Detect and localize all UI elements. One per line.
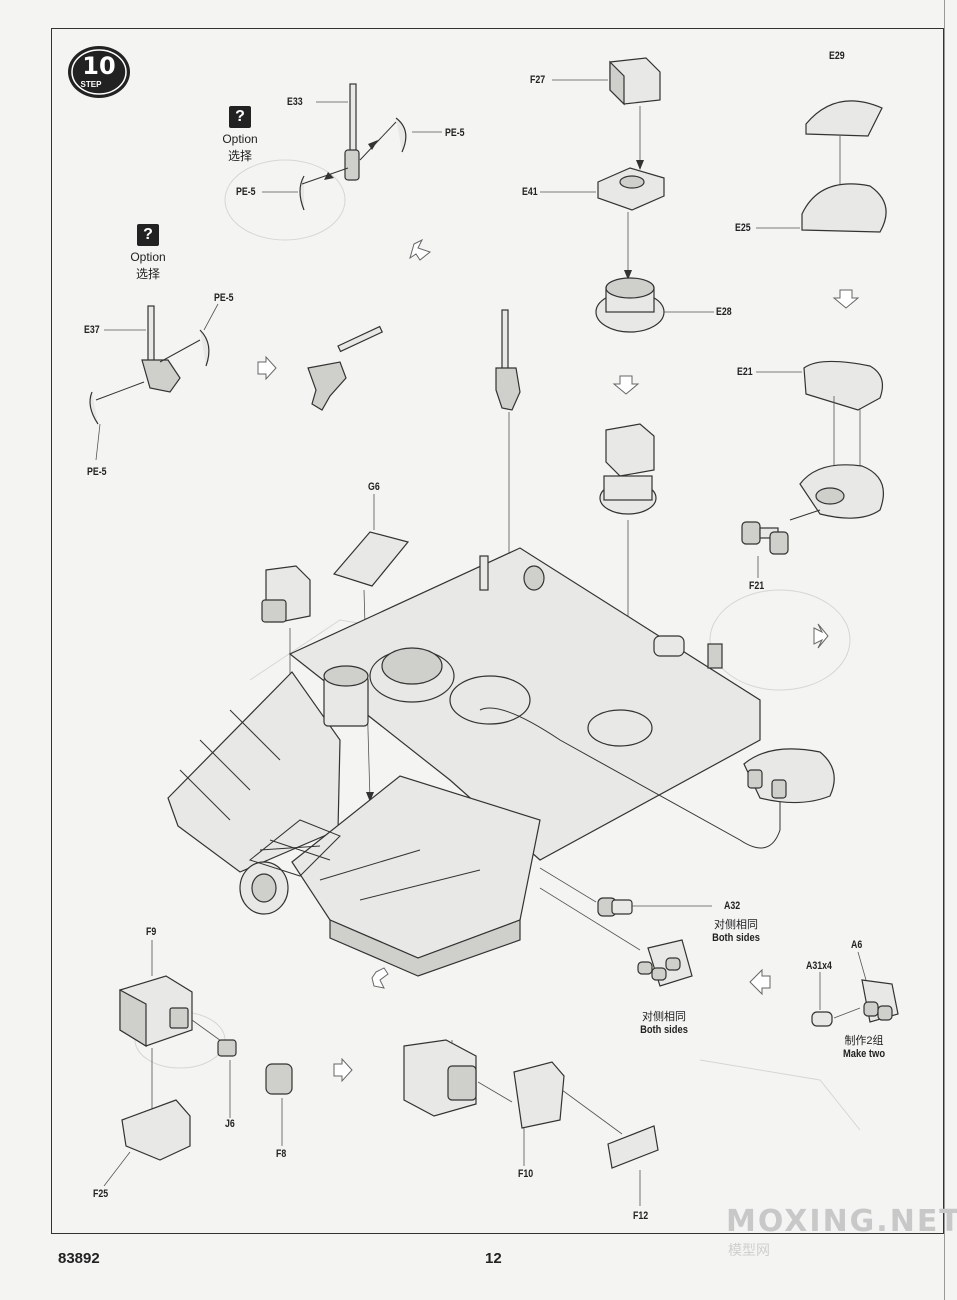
label-E29: E29 <box>829 50 845 62</box>
label-F9: F9 <box>146 926 157 938</box>
part-A32 <box>539 867 712 917</box>
label-A32: A32 <box>724 900 741 912</box>
option-label-en: Option <box>222 132 258 146</box>
step-badge-icon <box>68 46 130 98</box>
flow-arrow <box>257 355 277 381</box>
cupola-assembled <box>743 748 835 804</box>
label-F12: F12 <box>633 1210 649 1222</box>
part-F21 <box>741 509 821 578</box>
part-F10 <box>513 1061 623 1166</box>
label-E25: E25 <box>735 222 751 234</box>
part-F25 <box>103 1099 191 1187</box>
label-PE-5: PE-5 <box>87 466 107 478</box>
kit-code: 83892 <box>58 1250 100 1267</box>
part-E28 <box>595 277 714 333</box>
option-label-zh: 选择 <box>135 267 160 281</box>
note-both-sides-en: Both sides <box>640 1024 688 1036</box>
note-both-sides-zh: 对侧相同 <box>642 1011 686 1023</box>
label-F10: F10 <box>518 1168 534 1180</box>
watermark-zh: 模型网 <box>728 1242 770 1258</box>
part-F12 <box>607 1125 659 1206</box>
label-F25: F25 <box>93 1188 109 1200</box>
label-E41: E41 <box>522 186 538 198</box>
page-edge-line <box>944 0 945 1300</box>
part-E33-assembly <box>262 83 442 211</box>
note-make-two-en: Make two <box>842 1048 886 1060</box>
step-number: 10 <box>82 52 116 80</box>
flow-arrow <box>813 623 829 649</box>
page-frame <box>51 28 944 1234</box>
note-make-two-zh: 制作2组 <box>844 1035 884 1047</box>
label-E28: E28 <box>716 306 732 318</box>
step-badge: 10 STEP <box>66 44 132 100</box>
label-F21: F21 <box>749 580 765 592</box>
part-J6 <box>217 1039 237 1118</box>
flow-arrow <box>832 289 860 309</box>
option-label-en: Option <box>130 250 166 264</box>
label-E33: E33 <box>287 96 303 108</box>
flow-arrow <box>371 967 389 989</box>
flow-arrow <box>409 238 432 261</box>
part-F8 <box>265 1063 293 1146</box>
label-J6: J6 <box>225 1118 235 1130</box>
flow-arrow <box>612 375 640 395</box>
part-F27 <box>552 57 661 170</box>
page-number: 12 <box>485 1250 502 1267</box>
label-A6: A6 <box>851 939 863 951</box>
option-question-icon: ? <box>229 106 251 128</box>
assembled-f9-f10-f12 <box>403 1039 513 1117</box>
part-A31-cluster <box>539 887 693 987</box>
label-G6: G6 <box>368 481 380 493</box>
note-both-sides-zh: 对侧相同 <box>714 919 758 931</box>
label-E37: E37 <box>84 324 100 336</box>
label-PE-5: PE-5 <box>214 292 234 304</box>
label-F27: F27 <box>530 74 546 86</box>
label-F8: F8 <box>276 1148 287 1160</box>
flow-arrow <box>333 1057 353 1083</box>
label-PE-5: PE-5 <box>236 186 256 198</box>
watermark-en: MOXING.NET <box>726 1204 957 1239</box>
turret-body <box>167 547 781 977</box>
note-both-sides-en: Both sides <box>712 932 760 944</box>
part-E25 <box>756 183 887 233</box>
part-E41 <box>540 167 665 280</box>
part-E21 <box>756 360 883 482</box>
part-A6-assembly <box>811 951 899 1027</box>
label-A31x4: A31x4 <box>806 960 832 972</box>
label-E21: E21 <box>737 366 753 378</box>
flow-arrow <box>749 968 771 996</box>
option-question-icon: ? <box>137 224 159 246</box>
label-PE-5: PE-5 <box>445 127 465 139</box>
assembled-mg-left <box>307 325 384 411</box>
step-label: STEP <box>80 80 102 89</box>
part-E37-assembly <box>89 303 219 461</box>
part-E21-base <box>799 464 884 519</box>
option-label-zh: 选择 <box>227 149 252 163</box>
